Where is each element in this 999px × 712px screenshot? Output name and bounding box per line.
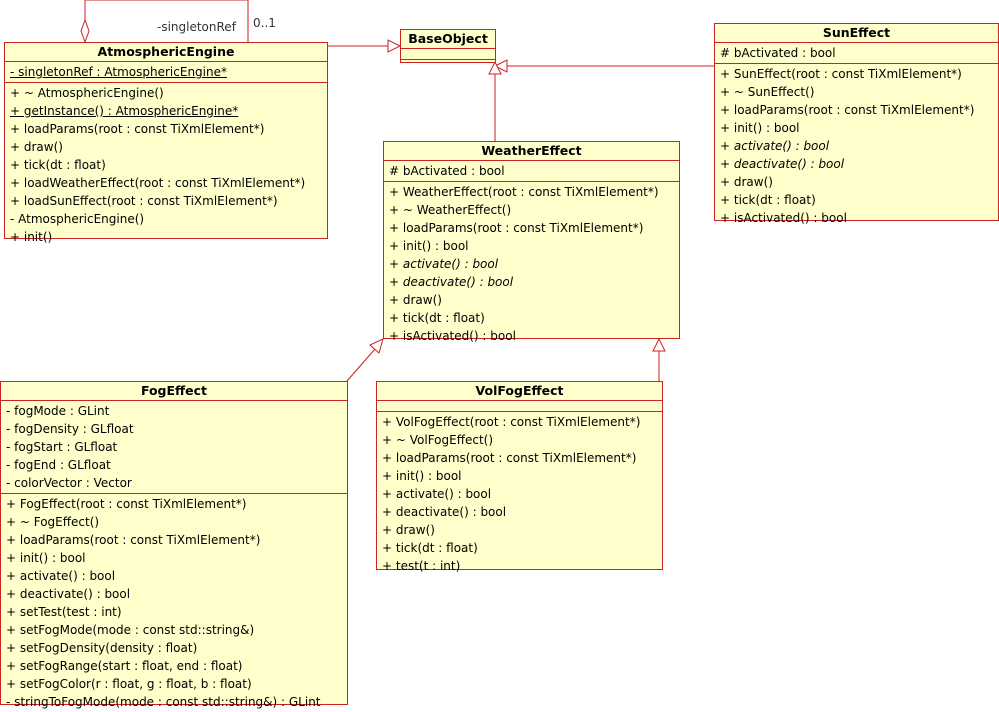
class-fog-effect[interactable]: FogEffect - fogMode : GLint - fogDensity :… <box>0 381 348 709</box>
class-weather-effect-attributes: # bActivated : bool <box>384 161 679 182</box>
class-fog-effect-attributes: - fogMode : GLint - fogDensity : GLfloat -… <box>1 401 347 494</box>
operation-row: + init() : bool <box>382 469 462 483</box>
operation-row: + tick(dt : float) <box>720 193 816 207</box>
operation-row: + FogEffect(root : const TiXmlElement*) <box>6 497 247 511</box>
operation-row: + init() : bool <box>720 121 800 135</box>
operation-row: + deactivate() : bool <box>6 587 131 601</box>
class-weather-effect-operations: + WeatherEffect(root : const TiXmlElemen… <box>384 182 679 346</box>
operation-row: + ~ SunEffect() <box>720 85 815 99</box>
operation-row: - AtmosphericEngine() <box>10 212 145 226</box>
operation-row: + init() : bool <box>389 239 469 253</box>
aggregation-diamond <box>80 18 90 44</box>
operation-row: + deactivate() : bool <box>720 157 845 171</box>
attribute-row: - singletonRef : AtmosphericEngine* <box>10 65 227 79</box>
fog-to-weather-line <box>346 348 376 382</box>
operation-row: + SunEffect(root : const TiXmlElement*) <box>720 67 962 81</box>
class-volfog-effect[interactable]: VolFogEffect + VolFogEffect(root : const … <box>376 381 663 573</box>
operation-row: + tick(dt : float) <box>10 158 106 172</box>
operation-row: + isActivated() : bool <box>389 329 516 343</box>
class-sun-effect-name: SunEffect <box>715 24 998 43</box>
attribute-row: - fogStart : GLfloat <box>6 440 118 454</box>
operation-row: + WeatherEffect(root : const TiXmlElemen… <box>389 185 659 199</box>
operation-row: + loadParams(root : const TiXmlElement*) <box>389 221 644 235</box>
operation-row: + activate() : bool <box>6 569 116 583</box>
operation-row: + loadParams(root : const TiXmlElement*) <box>720 103 975 117</box>
operation-row: + ~ VolFogEffect() <box>382 433 494 447</box>
weather-to-base-arrow <box>488 60 502 75</box>
class-atmospheric-engine[interactable]: AtmosphericEngine - singletonRef : Atmosp… <box>4 42 328 244</box>
class-atmospheric-engine-attributes: - singletonRef : AtmosphericEngine* <box>5 62 327 83</box>
operation-row: + activate() : bool <box>720 139 830 153</box>
operation-row: + getInstance() : AtmosphericEngine* <box>10 104 239 118</box>
class-sun-effect-attributes: # bActivated : bool <box>715 43 998 64</box>
operation-row: + draw() <box>720 175 773 189</box>
attribute-row: - colorVector : Vector <box>6 476 132 490</box>
operation-row: + setFogMode(mode : const std::string&) <box>6 623 255 637</box>
atmospheric-to-base-arrow <box>387 39 402 53</box>
operation-row: + setFogDensity(density : float) <box>6 641 198 655</box>
operation-row: + activate() : bool <box>382 487 492 501</box>
multiplicity-label: 0..1 <box>253 16 276 30</box>
sun-to-base-arrow <box>493 59 508 73</box>
operation-row: + deactivate() : bool <box>382 505 507 519</box>
operation-row: + setFogColor(r : float, g : float, b : … <box>6 677 252 691</box>
class-fog-effect-name: FogEffect <box>1 382 347 401</box>
operation-row: + activate() : bool <box>389 257 499 271</box>
class-base-object[interactable]: BaseObject <box>400 29 496 63</box>
operation-row: + init() : bool <box>6 551 86 565</box>
class-volfog-effect-operations: + VolFogEffect(root : const TiXmlElement… <box>377 412 662 576</box>
operation-row: + draw() <box>382 523 435 537</box>
attribute-row: # bActivated : bool <box>389 164 505 178</box>
class-atmospheric-engine-operations: + ~ AtmosphericEngine() + getInstance() :… <box>5 83 327 247</box>
operation-row: + test(t : int) <box>382 559 461 573</box>
role-label: -singletonRef <box>157 20 236 34</box>
singleton-association-line <box>84 0 249 42</box>
operation-row: - stringToFogMode(mode : const std::stri… <box>6 695 321 709</box>
operation-row: + tick(dt : float) <box>389 311 485 325</box>
class-base-object-operations <box>401 60 495 70</box>
operation-row: + loadParams(root : const TiXmlElement*) <box>6 533 261 547</box>
operation-row: + ~ FogEffect() <box>6 515 100 529</box>
fog-to-weather-arrow <box>369 338 384 354</box>
class-volfog-effect-attributes <box>377 401 662 412</box>
volfog-to-weather-arrow <box>652 337 666 352</box>
operation-row: + draw() <box>10 140 63 154</box>
operation-row: + draw() <box>389 293 442 307</box>
operation-row: + init() <box>10 230 53 244</box>
class-sun-effect[interactable]: SunEffect # bActivated : bool + SunEffect(… <box>714 23 999 225</box>
class-sun-effect-operations: + SunEffect(root : const TiXmlElement*) +… <box>715 64 998 228</box>
operation-row: + loadParams(root : const TiXmlElement*) <box>10 122 265 136</box>
attribute-row: - fogDensity : GLfloat <box>6 422 134 436</box>
operation-row: + setTest(test : int) <box>6 605 122 619</box>
operation-row: + loadSunEffect(root : const TiXmlElemen… <box>10 194 278 208</box>
operation-row: + loadParams(root : const TiXmlElement*) <box>382 451 637 465</box>
class-fog-effect-operations: + FogEffect(root : const TiXmlElement*) +… <box>1 494 347 712</box>
class-weather-effect-name: WeatherEffect <box>384 142 679 161</box>
class-atmospheric-engine-name: AtmosphericEngine <box>5 43 327 62</box>
operation-row: + ~ WeatherEffect() <box>389 203 512 217</box>
operation-row: + tick(dt : float) <box>382 541 478 555</box>
attribute-row: - fogMode : GLint <box>6 404 110 418</box>
operation-row: + setFogRange(start : float, end : float… <box>6 659 243 673</box>
operation-row: + ~ AtmosphericEngine() <box>10 86 164 100</box>
attribute-row: - fogEnd : GLfloat <box>6 458 111 472</box>
class-weather-effect[interactable]: WeatherEffect # bActivated : bool + Weathe… <box>383 141 680 343</box>
attribute-row: # bActivated : bool <box>720 46 836 60</box>
class-base-object-attributes <box>401 49 495 60</box>
operation-row: + deactivate() : bool <box>389 275 514 289</box>
operation-row: + VolFogEffect(root : const TiXmlElement… <box>382 415 641 429</box>
operation-row: + loadWeatherEffect(root : const TiXmlEl… <box>10 176 306 190</box>
class-volfog-effect-name: VolFogEffect <box>377 382 662 401</box>
operation-row: + isActivated() : bool <box>720 211 847 225</box>
class-base-object-name: BaseObject <box>401 30 495 49</box>
